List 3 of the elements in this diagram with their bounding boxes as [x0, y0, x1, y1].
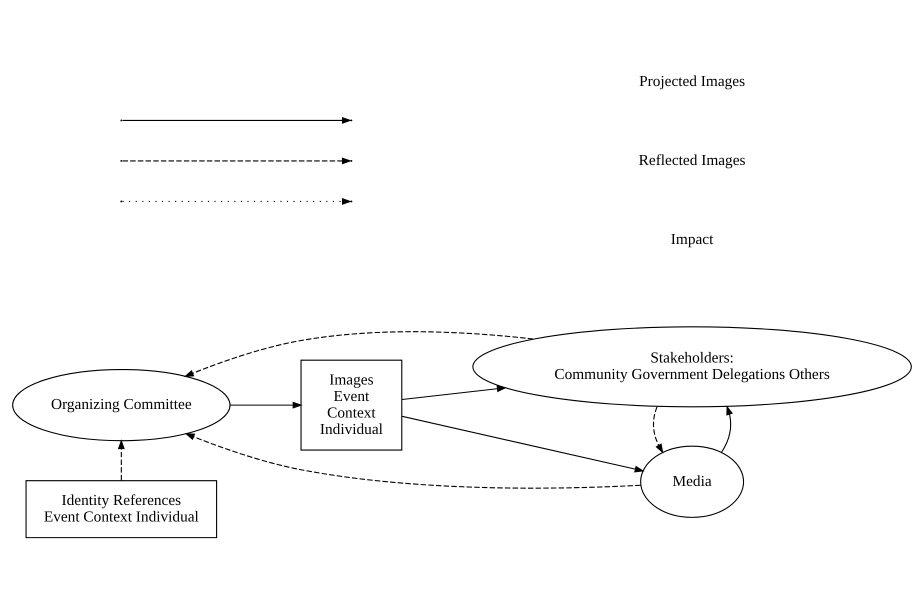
- legend-label: Projected Images: [639, 72, 746, 90]
- legend-label: Impact: [670, 230, 714, 248]
- legend-label: Reflected Images: [638, 151, 746, 168]
